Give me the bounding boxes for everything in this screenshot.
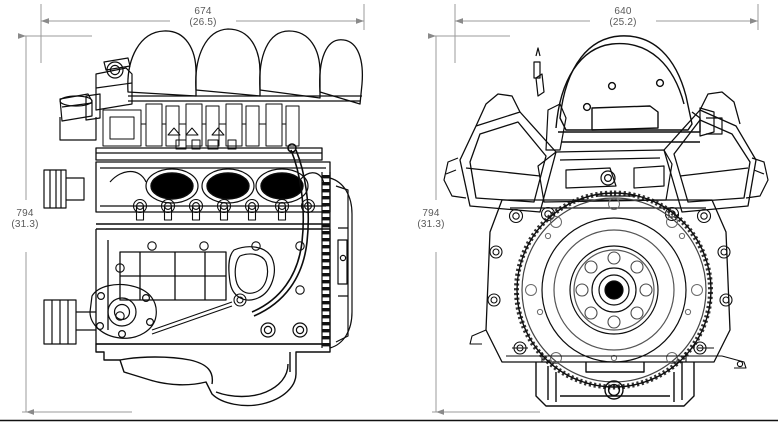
dimension-value-inch: (31.3) [11, 219, 39, 230]
dipstick-tube [251, 143, 310, 317]
cylinder-bank-left [459, 93, 557, 213]
flywheel-bolt-circle [575, 251, 653, 329]
valley-cover [537, 149, 673, 203]
dimension-label-top-right: 640 (25.2) [588, 6, 658, 28]
plenum-brackets [533, 47, 723, 151]
dimension-value-mm: 794 [16, 208, 34, 219]
bellhousing-bolt-bosses [487, 206, 733, 355]
engine-side-view [43, 28, 364, 407]
thermostat-housing [59, 93, 97, 141]
lower-block-bosses [260, 322, 308, 338]
front-accessory-bracket [43, 169, 96, 345]
ring-gear-teeth [514, 190, 713, 390]
dimension-label-left: 794 (31.3) [2, 208, 48, 230]
dimension-value-mm: 674 [194, 6, 212, 17]
rear-sensors [469, 329, 747, 369]
dimension-value-mm: 794 [422, 208, 440, 219]
dimension-value-inch: (25.2) [609, 17, 637, 28]
exhaust-manifolds [443, 157, 769, 199]
plenum-detail [102, 103, 300, 147]
engine-rear-view [443, 35, 769, 407]
dimension-label-top-left: 674 (26.5) [168, 6, 238, 28]
dimension-value-mm: 640 [614, 6, 632, 17]
valve-cover [95, 147, 323, 161]
engine-block [95, 229, 331, 345]
plenum-hole-left [607, 81, 617, 91]
oil-pan-rear [535, 361, 695, 407]
cylinder-bank-right [663, 91, 757, 213]
oil-pump-cover [89, 283, 157, 339]
misc-fasteners [167, 127, 237, 150]
block-bosses [115, 241, 305, 321]
intake-ports [150, 172, 304, 200]
dimension-value-inch: (31.3) [417, 219, 445, 230]
intake-plenum-rear [555, 35, 701, 143]
dimension-label-right: 794 (31.3) [408, 208, 454, 230]
block-deck [96, 223, 330, 230]
flywheel-edge [321, 172, 353, 349]
dimension-value-inch: (26.5) [189, 17, 217, 28]
pan-rail [506, 347, 722, 362]
plenum-hole-lower [582, 102, 592, 112]
dimension-lines [22, 4, 759, 413]
oil-pan [95, 343, 331, 407]
oil-filter-boss [228, 246, 275, 301]
intake-manifold-side [127, 28, 364, 105]
flywheel-balance-holes [525, 198, 703, 364]
sensor-lines [151, 293, 247, 335]
head-bolt-row [132, 198, 316, 221]
plenum-hole-right [655, 78, 665, 88]
throttle-body-assembly [85, 57, 133, 121]
